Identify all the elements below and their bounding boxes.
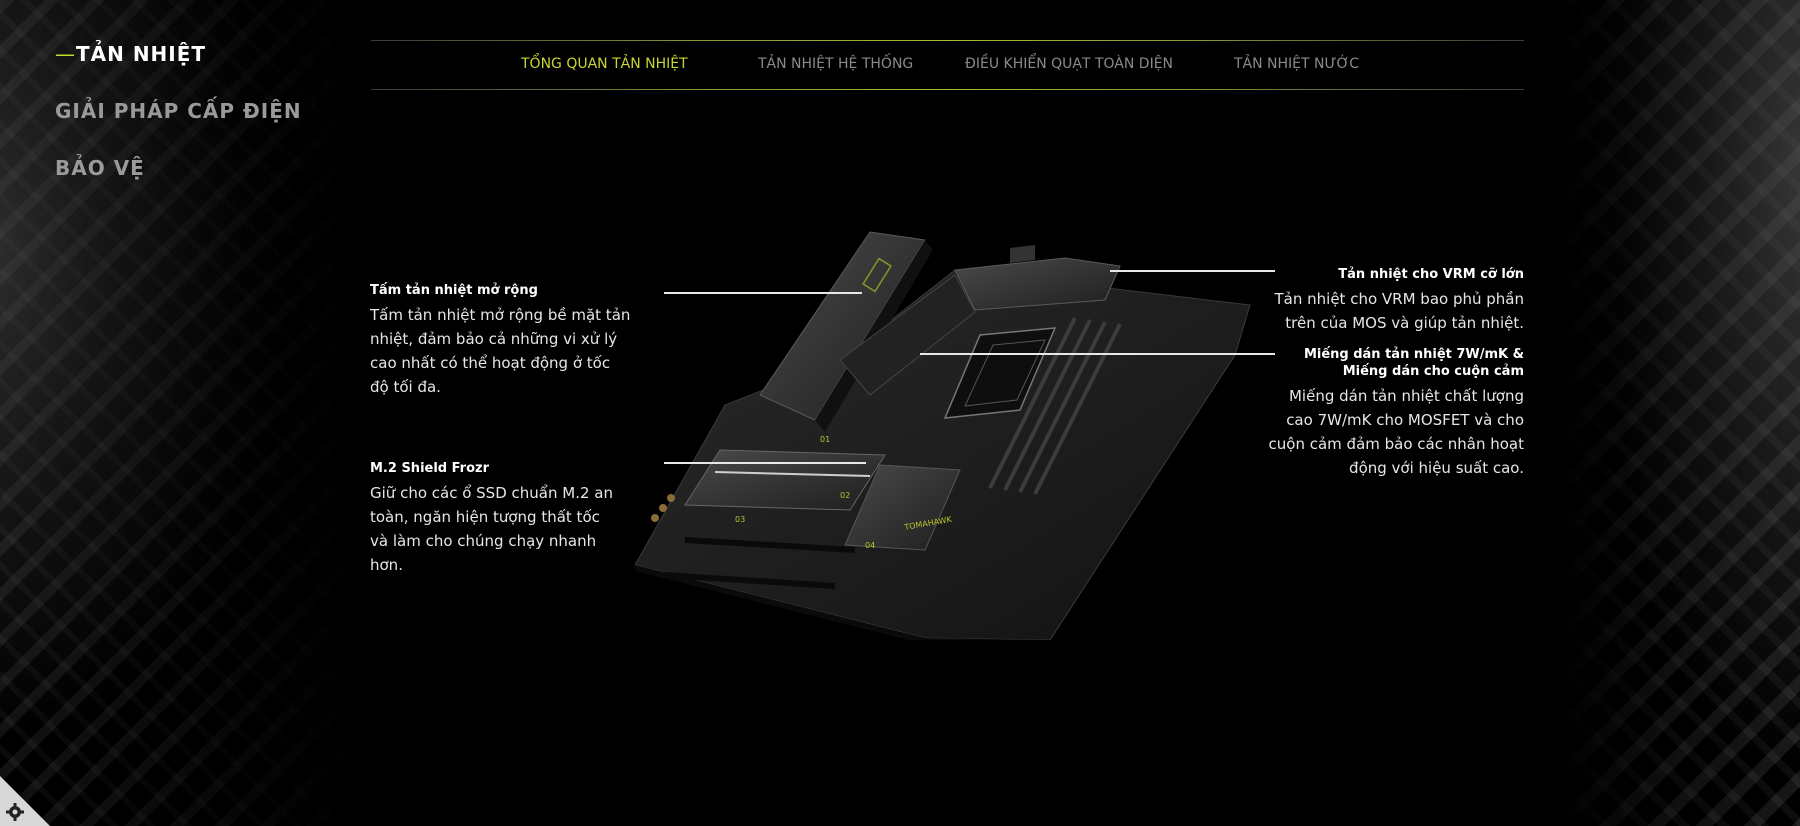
svg-text:01: 01 — [820, 435, 830, 444]
gear-icon[interactable] — [0, 770, 56, 826]
svg-text:04: 04 — [865, 541, 875, 550]
leader-line-vrm — [1110, 270, 1275, 272]
section-nav-item-protection[interactable]: BẢO VỆ — [55, 156, 302, 213]
callout-description: Tản nhiệt cho VRM bao phủ phần trên của … — [1274, 290, 1524, 332]
section-nav-label: TẢN NHIỆT — [76, 42, 207, 66]
callout-title-line: Miếng dán tản nhiệt 7W/mK & — [1303, 347, 1524, 362]
callout-vrm-heatsink: Tản nhiệt cho VRM cỡ lớn Tản nhiệt cho V… — [1270, 266, 1524, 335]
svg-text:03: 03 — [735, 515, 745, 524]
section-nav-item-power[interactable]: GIẢI PHÁP CẤP ĐIỆN — [55, 99, 302, 156]
tab-fan-control[interactable]: ĐIỀU KHIỂN QUẠT TOÀN DIỆN — [965, 56, 1174, 72]
callout-title: Tản nhiệt cho VRM cỡ lớn — [1338, 267, 1524, 282]
callout-description: Giữ cho các ổ SSD chuẩn M.2 an toàn, ngă… — [370, 484, 613, 574]
section-nav: —TẢN NHIỆT GIẢI PHÁP CẤP ĐIỆN BẢO VỆ — [55, 42, 302, 213]
callout-title: M.2 Shield Frozr — [370, 461, 489, 476]
active-dash-icon: — — [55, 42, 76, 66]
callout-title: Miếng dán tản nhiệt 7W/mK & Miếng dán ch… — [1262, 346, 1524, 380]
callout-m2-shield: M.2 Shield Frozr Giữ cho các ổ SSD chuẩn… — [370, 460, 620, 577]
leader-line-heatsink-ext — [664, 292, 862, 294]
tab-water-cooling[interactable]: TẢN NHIỆT NƯỚC — [1234, 56, 1360, 72]
callout-description: Miếng dán tản nhiệt chất lượng cao 7W/mK… — [1268, 387, 1524, 477]
tab-thermal-overview[interactable]: TỔNG QUAN TẢN NHIỆT — [521, 56, 688, 72]
svg-text:02: 02 — [840, 491, 850, 500]
leader-line-m2-shield — [664, 462, 866, 464]
callout-thermal-pad: Miếng dán tản nhiệt 7W/mK & Miếng dán ch… — [1262, 346, 1524, 480]
right-texture-decoration — [1560, 0, 1800, 826]
motherboard-image: TOMAHAWK 02 03 04 01 — [634, 231, 1251, 640]
leader-line-thermal-pad — [920, 353, 1275, 355]
callout-title: Tấm tản nhiệt mở rộng — [370, 283, 538, 298]
thermal-tab-bar: TỔNG QUAN TẢN NHIỆT TẢN NHIỆT HỆ THỐNG Đ… — [371, 40, 1524, 90]
callout-title-line: Miếng dán cho cuộn cảm — [1342, 364, 1524, 379]
section-nav-label: BẢO VỆ — [55, 156, 145, 180]
section-nav-item-thermal[interactable]: —TẢN NHIỆT — [55, 42, 302, 99]
tab-system-cooling[interactable]: TẢN NHIỆT HỆ THỐNG — [758, 56, 914, 72]
section-nav-label: GIẢI PHÁP CẤP ĐIỆN — [55, 99, 302, 123]
callout-extended-heatsink: Tấm tản nhiệt mở rộng Tấm tản nhiệt mở r… — [370, 282, 632, 399]
callout-description: Tấm tản nhiệt mở rộng bề mặt tản nhiệt, … — [370, 306, 631, 396]
